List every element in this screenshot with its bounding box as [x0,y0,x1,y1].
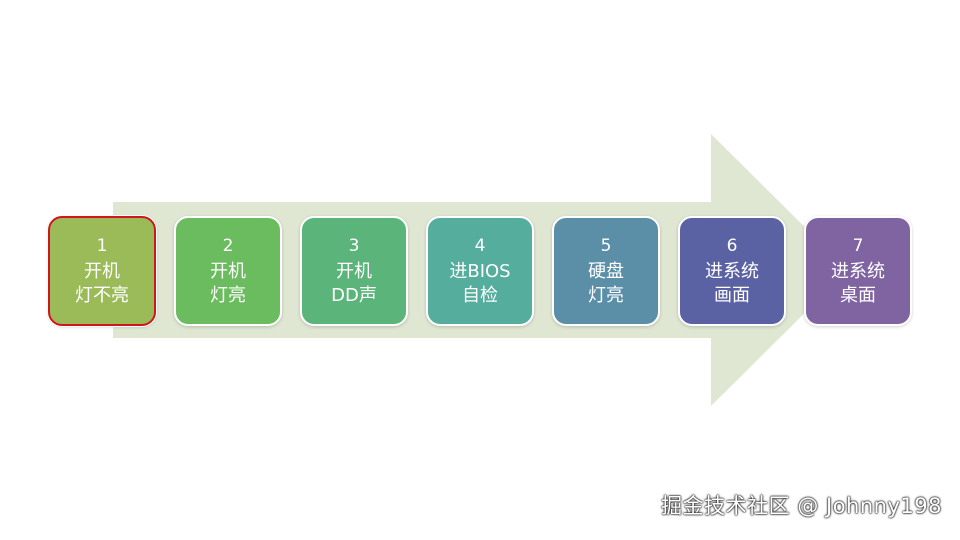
step-number: 2 [222,235,234,256]
step-label-line-2: 灯不亮 [75,284,129,306]
step-box-6: 6 进系统 画面 [678,216,786,326]
step-number: 4 [474,235,486,256]
step-number: 1 [96,235,108,256]
step-label-line-1: 开机 [210,260,246,282]
step-box-2: 2 开机 灯亮 [174,216,282,326]
step-number: 3 [348,235,360,256]
step-label-line-1: 开机 [84,260,120,282]
step-box-3: 3 开机 DD声 [300,216,408,326]
watermark-text: 掘金技术社区 @ Johnny198 [661,494,942,518]
step-label-line-2: 灯亮 [210,284,246,306]
step-number: 6 [726,235,738,256]
step-label-line-2: 桌面 [840,284,876,306]
step-label-line-1: 开机 [336,260,372,282]
step-number: 7 [852,235,864,256]
step-label-line-2: 自检 [462,284,498,306]
step-box-1: 1 开机 灯不亮 [48,216,156,326]
step-label-line-1: 进BIOS [449,260,511,282]
step-label-line-2: DD声 [331,284,377,306]
step-label-line-2: 画面 [714,284,750,306]
step-box-5: 5 硬盘 灯亮 [552,216,660,326]
step-box-7: 7 进系统 桌面 [804,216,912,326]
step-label-line-1: 硬盘 [588,260,624,282]
step-label-line-1: 进系统 [831,260,885,282]
step-label-line-1: 进系统 [705,260,759,282]
step-number: 5 [600,235,612,256]
step-label-line-2: 灯亮 [588,284,624,306]
step-box-4: 4 进BIOS 自检 [426,216,534,326]
